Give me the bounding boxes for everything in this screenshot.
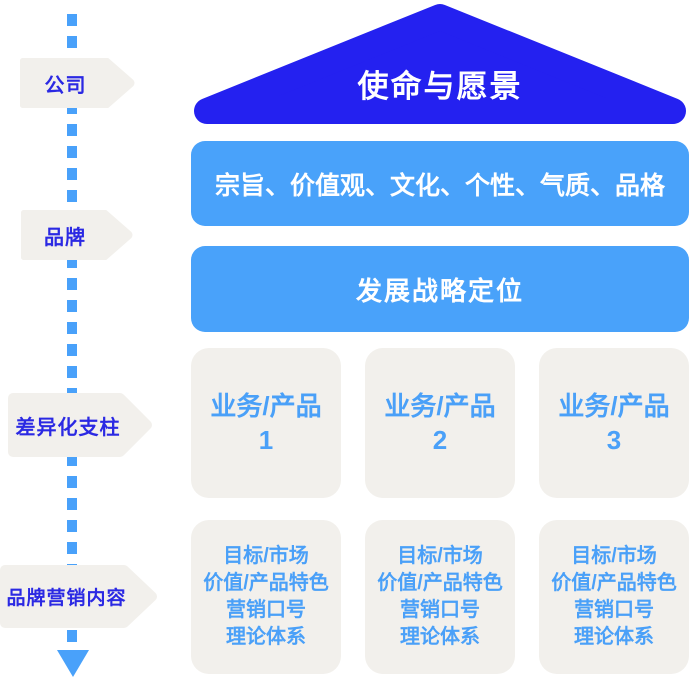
marketing-line: 营销口号 xyxy=(574,599,654,621)
product-box-2: 业务/产品 2 xyxy=(365,348,515,498)
product-box-label: 业务/产品 xyxy=(210,391,322,421)
bar-brand-essence: 宗旨、价值观、文化、个性、气质、品格 xyxy=(191,141,689,226)
marketing-line: 目标/市场 xyxy=(223,545,309,567)
timeline-dotted-line xyxy=(67,14,77,650)
marketing-line: 价值/产品特色 xyxy=(203,572,329,594)
roof-triangle-shape xyxy=(194,4,686,124)
tag-pointer-shape xyxy=(8,393,152,457)
marketing-line: 目标/市场 xyxy=(571,545,657,567)
timeline-arrow-down-icon xyxy=(57,650,89,677)
stage-tag-label: 品牌营销内容 xyxy=(6,588,127,609)
marketing-line: 理论体系 xyxy=(574,626,654,648)
bar-strategy-positioning: 发展战略定位 xyxy=(191,246,689,332)
tag-pointer-shape xyxy=(20,58,135,108)
stage-tag-differentiation-pillar: 差异化支柱 xyxy=(8,393,152,457)
marketing-line: 理论体系 xyxy=(226,626,306,648)
bar-label: 宗旨、价值观、文化、个性、气质、品格 xyxy=(214,171,665,200)
stage-tag-brand: 品牌 xyxy=(21,210,133,260)
stage-tag-label: 差异化支柱 xyxy=(15,416,121,439)
marketing-line: 目标/市场 xyxy=(397,545,483,567)
product-box-3: 业务/产品 3 xyxy=(539,348,689,498)
marketing-line: 价值/产品特色 xyxy=(377,572,503,594)
marketing-line: 营销口号 xyxy=(400,599,480,621)
tag-pointer-shape xyxy=(0,565,157,628)
product-box-1: 业务/产品 1 xyxy=(191,348,341,498)
marketing-box-3: 目标/市场 价值/产品特色 营销口号 理论体系 xyxy=(539,520,689,674)
product-box-label: 业务/产品 xyxy=(558,391,670,421)
marketing-line: 营销口号 xyxy=(226,599,306,621)
tag-pointer-shape xyxy=(21,210,133,260)
product-box-number: 2 xyxy=(432,425,448,455)
stage-tag-brand-marketing-content: 品牌营销内容 xyxy=(0,565,157,628)
marketing-box-2: 目标/市场 价值/产品特色 营销口号 理论体系 xyxy=(365,520,515,674)
stage-tag-label: 公司 xyxy=(44,74,87,97)
marketing-line: 理论体系 xyxy=(400,626,480,648)
stage-tag-company: 公司 xyxy=(20,58,135,108)
marketing-line: 价值/产品特色 xyxy=(551,572,677,594)
marketing-box-1: 目标/市场 价值/产品特色 营销口号 理论体系 xyxy=(191,520,341,674)
product-box-number: 1 xyxy=(258,425,274,455)
roof-title: 使命与愿景 xyxy=(357,69,523,104)
product-box-label: 业务/产品 xyxy=(384,391,496,421)
product-box-number: 3 xyxy=(606,425,622,455)
stage-tag-label: 品牌 xyxy=(44,226,86,249)
bar-label: 发展战略定位 xyxy=(355,275,524,306)
pyramid-roof: 使命与愿景 xyxy=(191,3,689,126)
